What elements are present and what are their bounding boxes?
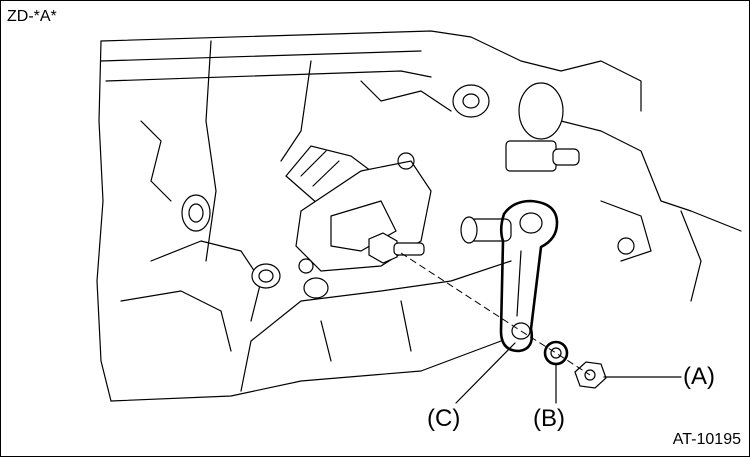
washer xyxy=(543,340,569,366)
callout-label-c: (C) xyxy=(427,405,461,432)
callout-label-b: (B) xyxy=(533,405,565,432)
corner-label: ZD-*A* xyxy=(7,8,57,25)
selector-shaft xyxy=(368,232,425,264)
shift-shaft xyxy=(460,140,580,244)
figure-id: AT-10195 xyxy=(672,431,741,448)
nut xyxy=(574,361,607,389)
manual-lever xyxy=(499,199,559,353)
leader-line-c xyxy=(455,342,516,404)
case-bosses xyxy=(181,82,635,299)
assembly-axis-line xyxy=(400,252,591,376)
callout-label-a: (A) xyxy=(683,363,715,390)
transmission-case xyxy=(96,30,742,402)
